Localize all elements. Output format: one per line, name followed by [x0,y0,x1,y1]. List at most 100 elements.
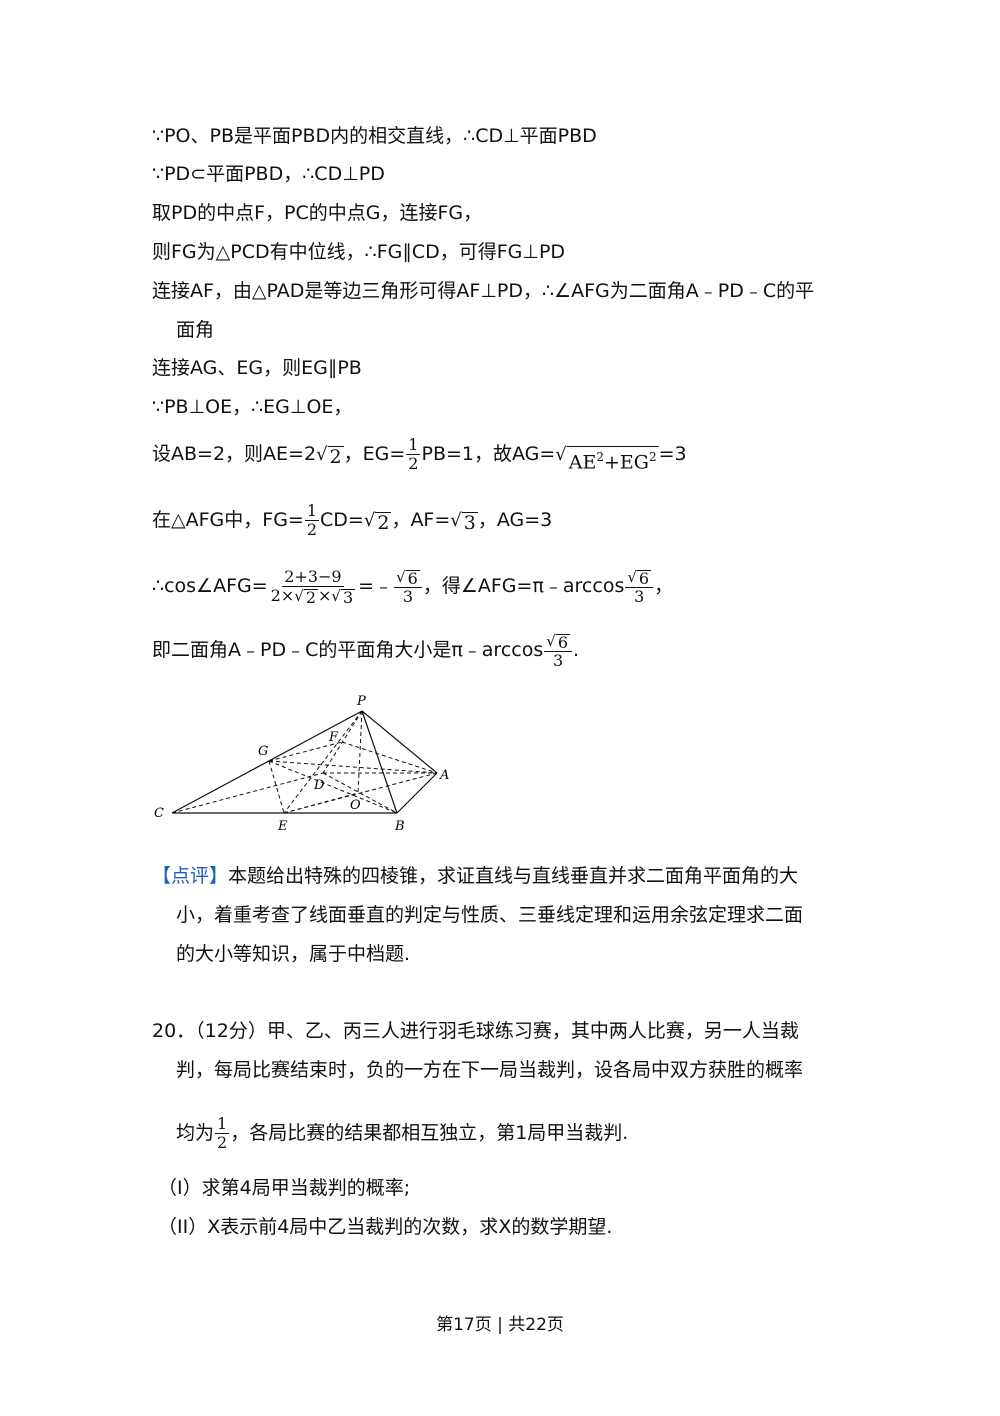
review-line-3: 的大小等知识，属于中档题. [176,943,411,965]
edge-PB [361,710,398,814]
edge-EA [283,772,438,814]
text: PB=1，故AG= [421,443,556,465]
edge-PA [361,710,438,774]
text: ，AG=3 [477,509,553,531]
label-G: G [258,744,268,759]
sqrt: √2 [363,510,392,534]
edge-GE [268,760,285,814]
sqrt: √6 [546,631,570,652]
numerator: 2+3−9 [282,566,344,587]
eg: +EG [604,451,649,474]
denominator: 2 [408,454,419,473]
edge-PE [283,710,363,814]
question-20-line-2: 判，每局比赛结束时，负的一方在下一局当裁判，设各局中双方获胜的概率 [176,1059,804,1081]
text: 设AB=2，则AE=2 [152,443,317,465]
review-line-2: 小，着重考查了线面垂直的判定与性质、三垂线定理和运用余弦定理求二面 [176,904,804,926]
question-20-part-1: （I）求第4局甲当裁判的概率; [158,1177,411,1199]
text: 均为 [176,1122,215,1144]
text: 本题给出特殊的四棱锥，求证直线与直线垂直并求二面角平面角的大 [228,865,799,887]
radicand: 6 [636,568,652,588]
denominator: 2×√2×√3 [269,585,358,607]
review-tag: 【点评】 [152,865,229,887]
sqrt: √3 [331,586,356,607]
sqrt: √6 [627,567,652,588]
denominator: 3 [634,586,645,606]
solution-line-5: 连接AF，由△PAD是等边三角形可得AF⊥PD，∴∠AFG为二面角A﹣PD﹣C的… [152,280,815,302]
sqrt: √2 [294,586,319,607]
numerator: √6 [625,567,654,588]
solution-line-4: 则FG为△PCD有中位线，∴FG∥CD，可得FG⊥PD [152,241,566,263]
edge-GA [268,760,438,774]
solution-line-2: ∵PD⊂平面PBD，∴CD⊥PD [152,163,385,185]
text: 2× [270,585,295,605]
text: ，得∠AFG=π﹣arccos [422,575,625,597]
label-D: D [313,778,325,793]
edge-GF [268,741,343,762]
radicand: 2 [327,446,344,468]
edge-PO [357,710,363,794]
label-C: C [154,806,164,821]
text: . [573,639,580,661]
radicand: 6 [555,632,570,652]
numerator: √6 [394,568,422,588]
edge-CD [171,772,324,814]
solution-line-6: 连接AG、EG，则EG∥PB [152,357,362,379]
sqrt: √6 [396,567,420,588]
text: =3 [658,443,687,465]
denominator: 2 [306,520,318,539]
text: 即二面角A﹣PD﹣C的平面角大小是π﹣arccos [152,639,544,661]
exp: 2 [596,450,605,464]
radicand: AE2+EG2 [566,446,659,474]
review-line-1: 【点评】本题给出特殊的四棱锥，求证直线与直线垂直并求二面角平面角的大 [152,864,798,888]
radicand: 2 [303,587,319,607]
edge-BA [396,772,438,814]
radicand: 2 [375,512,392,534]
exp: 2 [648,450,657,464]
denominator: 3 [402,586,414,606]
label-P: P [356,694,366,709]
label-A: A [439,768,449,783]
solution-line-1: ∵PO、PB是平面PBD内的相交直线，∴CD⊥平面PBD [152,125,597,147]
denominator: 2 [217,1133,228,1152]
edge-PC [171,710,363,814]
numerator: 1 [215,1114,230,1134]
text: ，AF= [391,509,451,531]
numerator: 1 [304,501,320,521]
text: CD= [320,509,364,531]
sqrt: √AE2+EG2 [555,444,659,474]
edge-FA [341,741,438,774]
question-20-part-2: （II）X表示前4局中乙当裁判的次数，求X的数学期望. [158,1216,613,1238]
label-E: E [277,819,288,834]
solution-line-7: ∵PB⊥OE，∴EG⊥OE， [152,396,353,418]
page-footer: 第17页 | 共22页 [436,1315,564,1335]
text: × [318,585,332,605]
text: ，EG= [343,443,406,465]
radicand: 3 [461,512,478,534]
text: 在△AFG中，FG= [152,509,304,531]
text: ，各局比赛的结果都相互独立，第1局甲当裁判. [230,1122,629,1144]
label-F: F [328,730,339,745]
numerator: √6 [544,632,572,652]
denominator: 3 [553,650,564,670]
solution-line-3: 取PD的中点F，PC的中点G，连接FG， [152,202,483,224]
text: ， [654,575,674,597]
sqrt: √3 [450,510,478,534]
solution-line-5-cont: 面角 [176,319,215,341]
radicand: 6 [405,568,420,588]
label-O: O [350,798,361,813]
label-B: B [394,819,405,834]
question-20-line-1: 20．（12分）甲、乙、丙三人进行羽毛球练习赛，其中两人比赛，另一人当裁 [152,1020,799,1042]
ae: AE [568,451,597,474]
pyramid-figure: P G F D A C E O B [154,694,449,834]
